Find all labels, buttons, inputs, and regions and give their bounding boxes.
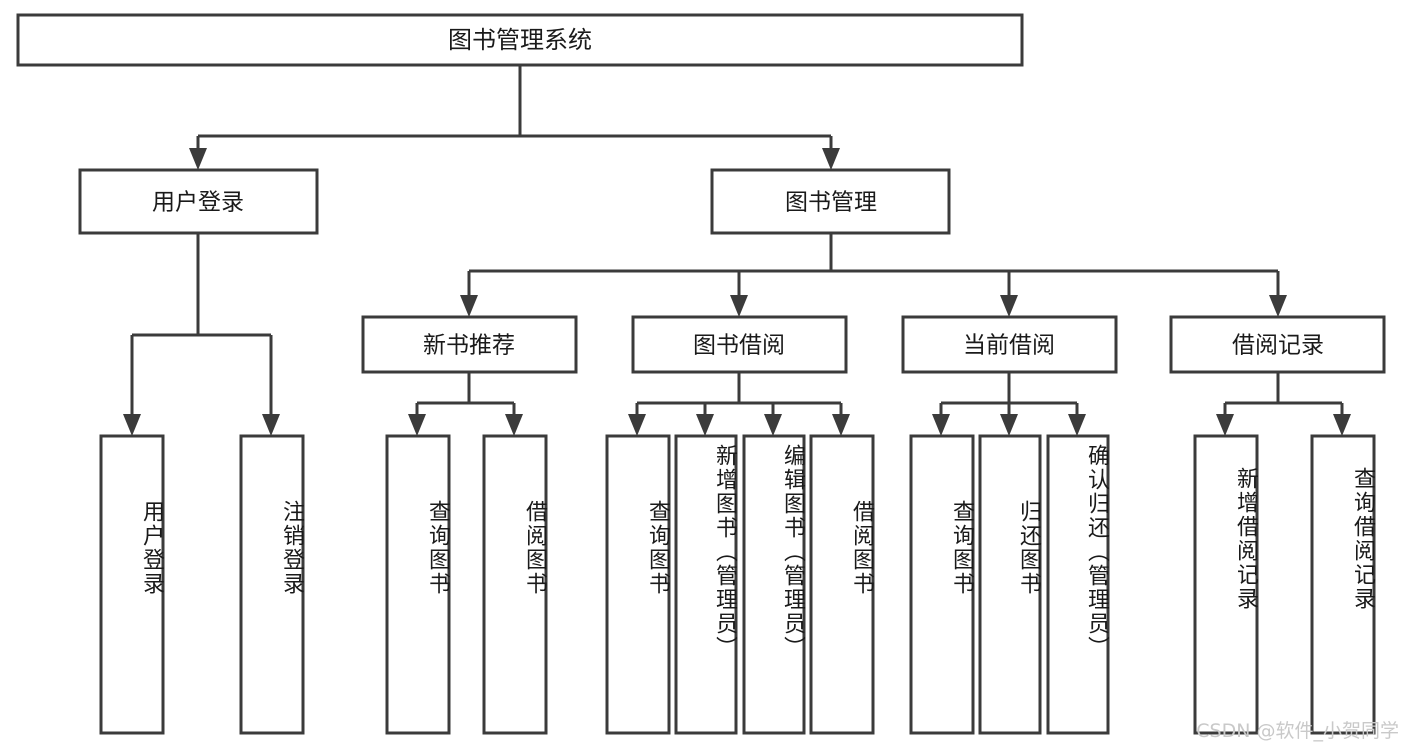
arrow-leaf-edit-book [764,414,782,436]
arrow-new-book-recommend [460,295,478,317]
arrow-leaf-confirm-return [1068,414,1086,436]
node-leaf-query-book-3-box[interactable] [909,434,975,735]
arrow-leaf-query-record [1333,414,1351,436]
node-new-book-recommend[interactable]: 新书推荐 [361,315,578,374]
node-borrow-record-label: 借阅记录 [1232,333,1324,359]
node-book-manage[interactable]: 图书管理 [710,168,951,235]
node-leaf-borrow-book-2-box[interactable] [809,434,875,735]
node-borrow-record-box[interactable] [1169,315,1386,374]
node-leaf-return-book-box[interactable] [978,434,1042,735]
node-current-borrow-label: 当前借阅 [963,333,1055,359]
node-book-borrow[interactable]: 图书借阅 [631,315,848,374]
arrow-leaf-query-book-2 [628,414,646,436]
node-leaf-edit-book-box[interactable] [742,434,806,735]
node-leaf-add-record-box[interactable] [1193,434,1259,735]
arrow-leaf-borrow-book-2 [832,414,850,436]
node-user-login-box[interactable] [78,168,319,235]
arrow-leaf-query-book-3 [932,414,950,436]
node-new-book-recommend-label: 新书推荐 [423,333,515,359]
node-book-borrow-label: 图书借阅 [693,333,785,359]
arrow-leaf-query-book-1 [408,414,426,436]
node-leaf-query-book-2-box[interactable] [605,434,671,735]
node-book-manage-box[interactable] [710,168,951,235]
arrow-leaf-add-record [1216,414,1234,436]
arrow-current-borrow [1000,295,1018,317]
node-book-manage-label: 图书管理 [785,190,877,216]
node-leaf-add-book-box[interactable] [674,434,738,735]
node-root-label: 图书管理系统 [448,26,592,54]
arrow-leaf-user-login [123,414,141,436]
nodes-layer: 图书管理系统 用户登录 图书管理 新书推荐 图书借阅 当前 [16,13,1386,735]
node-new-book-recommend-box[interactable] [361,315,578,374]
node-current-borrow[interactable]: 当前借阅 [901,315,1118,374]
csdn-watermark: CSDN @软件_小贺同学 [1196,720,1399,742]
node-root-box[interactable] [16,13,1024,67]
node-leaf-borrow-book-1-box[interactable] [482,434,548,735]
node-leaf-query-book-1-box[interactable] [385,434,451,735]
arrow-leaf-return-book [1000,414,1018,436]
arrow-leaf-add-book [696,414,714,436]
node-leaf-query-record-box[interactable] [1310,434,1376,735]
node-leaf-confirm-return-box[interactable] [1046,434,1110,735]
node-borrow-record[interactable]: 借阅记录 [1169,315,1386,374]
arrow-borrow-record [1269,295,1287,317]
arrow-leaf-logout [262,414,280,436]
node-current-borrow-box[interactable] [901,315,1118,374]
arrow-leaf-borrow-book-1 [505,414,523,436]
arrow-user-login [189,148,207,170]
node-leaf-user-login-box[interactable] [99,434,165,735]
node-leaf-logout-box[interactable] [239,434,305,735]
node-root[interactable]: 图书管理系统 [16,13,1024,67]
edges-layer [123,65,1351,436]
node-user-login-label: 用户登录 [152,190,244,216]
node-user-login[interactable]: 用户登录 [78,168,319,235]
arrow-book-borrow [730,295,748,317]
node-book-borrow-box[interactable] [631,315,848,374]
arrow-book-manage [822,148,840,170]
